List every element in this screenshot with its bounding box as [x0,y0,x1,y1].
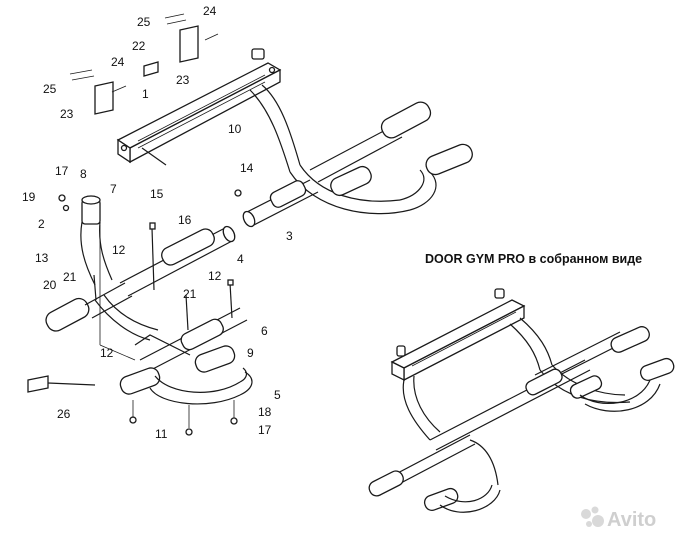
right-handle-assembly [309,101,473,197]
avito-watermark: Avito [581,506,656,531]
part-label: 12 [208,269,222,283]
avito-logo-icon [581,506,604,527]
part-label: 18 [258,405,272,419]
part-label: 21 [63,270,77,284]
part-label: 23 [176,73,190,87]
part-label: 7 [110,182,117,196]
part-label: 15 [150,187,164,201]
part-label: 16 [178,213,192,227]
bar-4 [119,225,236,297]
part-label: 22 [132,39,146,53]
left-curved-tube [45,195,159,341]
part-label: 9 [247,346,254,360]
part-label: 3 [286,229,293,243]
part-label: 11 [155,427,168,441]
part-label: 12 [100,346,114,360]
part-labels: 25 24 22 24 23 25 23 1 10 7 15 14 3 17 8… [22,4,293,441]
watermark-text: Avito [607,509,656,531]
part-label: 20 [43,278,57,292]
part-label: 21 [183,287,197,301]
part-label: 17 [258,423,272,437]
assembled-view [368,288,675,513]
exploded-view: 25 24 22 24 23 25 23 1 10 7 15 14 3 17 8… [22,4,473,441]
assembled-caption: DOOR GYM PRO в собранном виде [425,252,643,266]
part-label: 1 [142,87,149,101]
bar-3 [242,179,319,228]
part-label: 26 [57,407,71,421]
brackets-and-screws [69,13,219,115]
part-label: 25 [43,82,57,96]
part-label: 8 [80,167,87,181]
part-label: 14 [240,161,254,175]
part-label: 23 [60,107,74,121]
lower-handle-assembly [119,307,253,405]
part-label: 24 [111,55,125,69]
part-label: 4 [237,252,244,266]
part-label: 13 [35,251,49,265]
part-label: 6 [261,324,268,338]
part-label: 17 [55,164,69,178]
part-label: 19 [22,190,36,204]
part-label: 10 [228,122,242,136]
part-label: 25 [137,15,151,29]
part-label: 24 [203,4,217,18]
door-bolt-part-26 [27,375,96,393]
part-label: 2 [38,217,45,231]
part-label: 5 [274,388,281,402]
door-frame-beam [116,48,282,164]
alignment-lines [99,225,235,428]
part-label: 12 [112,243,126,257]
